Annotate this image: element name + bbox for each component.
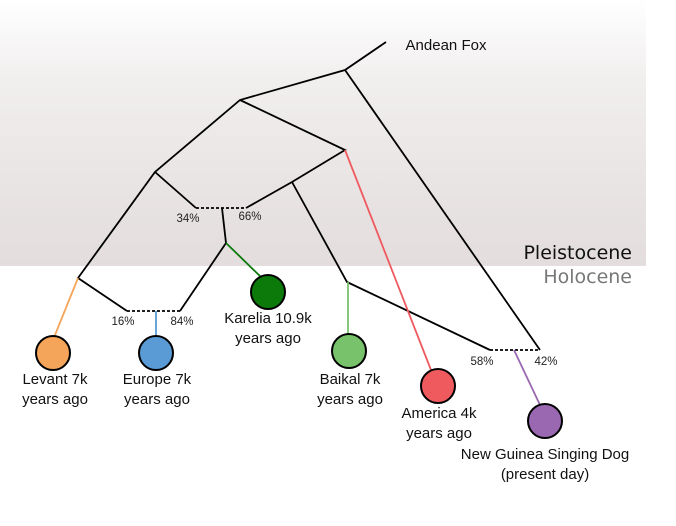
pct-ngsd-left: 58% — [470, 356, 494, 368]
sample-label-europe: Europe 7k years ago — [123, 370, 191, 410]
era-holocene: Holocene — [543, 266, 632, 288]
pct-ngsd-right: 42% — [534, 356, 558, 368]
pct-europe-left: 16% — [111, 316, 135, 328]
sample-time: years ago — [317, 391, 383, 408]
node-karelia — [250, 274, 286, 310]
pct-europe-right: 84% — [170, 316, 194, 328]
sample-time: years ago — [235, 330, 301, 347]
pleistocene-background — [0, 0, 646, 266]
node-ngsd — [527, 403, 563, 439]
branch-root-ngsd — [344, 69, 541, 351]
tree-branches — [76, 41, 541, 351]
sample-time: years ago — [406, 425, 472, 442]
branch-baikal-ngsd — [291, 181, 491, 351]
sample-label-america: America 4k years ago — [401, 404, 476, 444]
node-levant — [35, 335, 71, 371]
outgroup-label: Andean Fox — [405, 37, 487, 54]
node-europe — [138, 335, 174, 371]
sample-time: years ago — [124, 391, 190, 408]
sample-name: America 4k — [401, 405, 477, 422]
branch-outgroup — [76, 41, 387, 312]
pct-karelia-left: 34% — [176, 213, 200, 225]
sample-time: (present day) — [500, 466, 590, 483]
sample-name: Karelia 10.9k — [224, 310, 312, 327]
era-pleistocene: Pleistocene — [523, 242, 632, 264]
sample-label-levant: Levant 7k years ago — [22, 370, 88, 410]
sample-name: Baikal 7k — [319, 371, 381, 388]
branch-karelia — [225, 242, 263, 279]
sample-name: Europe 7k — [122, 371, 192, 388]
sample-label-karelia: Karelia 10.9k years ago — [224, 309, 312, 349]
branch-b-karelia-mix — [154, 171, 197, 209]
sample-name: Levant 7k — [22, 371, 88, 388]
sample-label-ngsd: New Guinea Singing Dog (present day) — [461, 445, 629, 485]
sample-time: years ago — [22, 391, 88, 408]
branch-a-c — [239, 99, 347, 209]
sample-label-baikal: Baikal 7k years ago — [317, 370, 383, 410]
branch-ngsd — [513, 349, 541, 406]
pct-karelia-right: 66% — [238, 211, 262, 223]
branch-america — [344, 149, 432, 371]
branch-levant — [52, 277, 79, 341]
node-america — [420, 368, 456, 404]
sample-name: New Guinea Singing Dog — [460, 446, 630, 463]
node-baikal — [331, 333, 367, 369]
